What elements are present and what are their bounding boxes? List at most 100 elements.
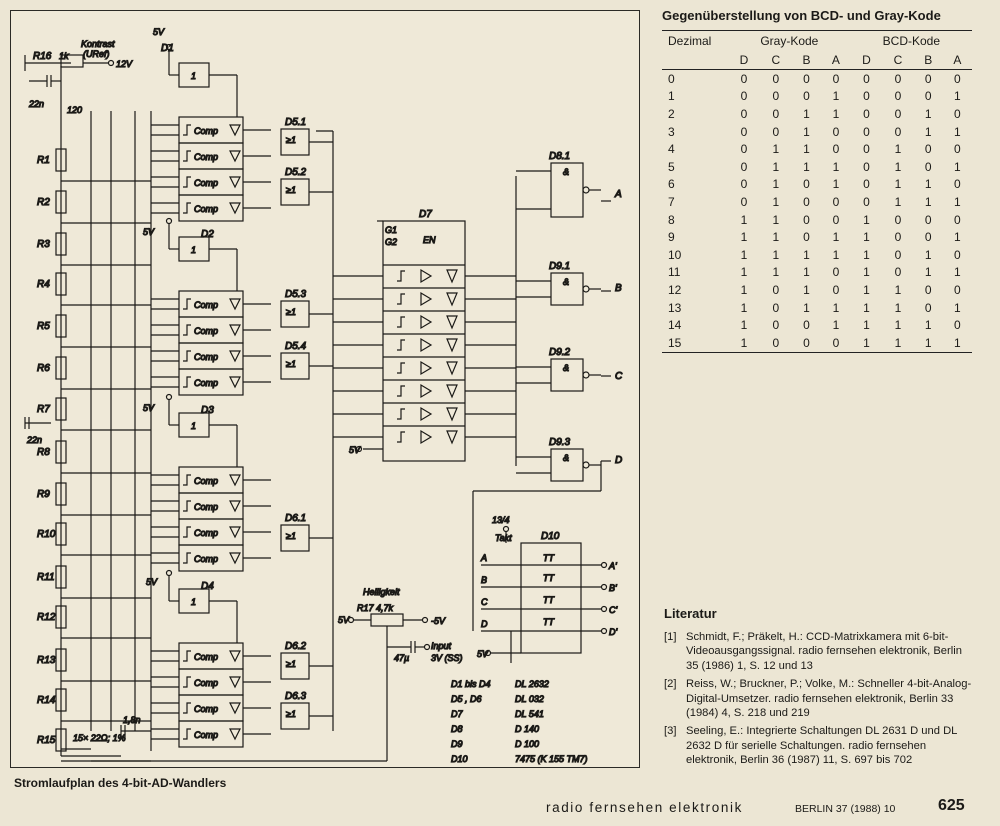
bit-cell: 0: [894, 89, 902, 104]
bit-cell: 0: [803, 212, 810, 227]
bit-cell: 1: [772, 194, 780, 209]
or-symbol: ≥1: [286, 531, 296, 541]
parts-ref: D1 bis D4: [451, 679, 491, 689]
footer-journal: radio fernsehen elektronik: [546, 800, 743, 815]
bit-cell: 0: [863, 177, 870, 192]
resistor-label: R11: [37, 572, 55, 583]
resistor: [55, 605, 67, 629]
comp-label: Comp: [194, 378, 218, 388]
bit-cell: 0: [740, 194, 748, 209]
bit-cell: 0: [863, 71, 870, 86]
device-label: D1: [161, 43, 174, 54]
g1-label: G1: [385, 225, 397, 235]
bit-cell: 0: [894, 71, 902, 86]
bit-label: C: [759, 51, 792, 70]
bit-cell: 0: [832, 265, 840, 280]
latch-in-d: D: [481, 619, 488, 629]
resistor: [55, 440, 67, 464]
parts-type: 7475 (K 155 TM7): [515, 754, 588, 764]
bit-cell: 1: [740, 265, 748, 280]
literature-number: [3]: [664, 725, 677, 738]
literature-text: Seeling, E.: Integrierte Schaltungen DL …: [686, 725, 957, 767]
decimal-cell: 15: [662, 333, 728, 353]
bit-cell: 1: [954, 230, 961, 245]
kontrast-label: Kontrast: [81, 39, 115, 49]
latch-out-d: D': [609, 627, 617, 637]
bit-cell: 1: [863, 230, 870, 245]
literature-item: [3] Seeling, E.: Integrierte Schaltungen…: [664, 724, 974, 767]
bit-cell: 1: [803, 106, 810, 121]
resistor-label: R6: [37, 363, 50, 374]
input-level: 3V (SS): [431, 653, 463, 663]
minus5v-label: -5V: [431, 616, 446, 626]
plus5v-d1: 5V: [153, 27, 165, 37]
parts-list: D1 bis D4 DL 2632 D5 , D6 DL 032 D7 DL 5…: [450, 678, 588, 764]
or-symbol: ≥1: [286, 659, 296, 669]
resistor: [55, 148, 67, 172]
bit-label: B: [913, 51, 943, 70]
resistor-label: R7: [37, 404, 50, 415]
bit-cell: 1: [803, 247, 810, 262]
bit-cell: 0: [772, 282, 780, 297]
bit-cell: 1: [894, 142, 902, 157]
bit-label: A: [942, 51, 972, 70]
tt-3: TT: [543, 595, 555, 605]
bit-cell: 1: [894, 159, 902, 174]
decimal-cell: 10: [668, 247, 682, 262]
bit-cell: 1: [740, 300, 748, 315]
inverter-one: 1: [191, 597, 196, 607]
bit-cell: 0: [772, 106, 780, 121]
device-label: D3: [201, 405, 214, 416]
comp-label: Comp: [194, 704, 218, 714]
resistor: [55, 565, 67, 589]
bit-cell: 0: [832, 124, 840, 139]
comp-label: Comp: [194, 178, 218, 188]
c22n2-label: 22n: [26, 435, 42, 445]
comp-label: Comp: [194, 204, 218, 214]
bit-cell: 1: [772, 230, 780, 245]
bit-cell: 0: [924, 230, 932, 245]
or-symbol: ≥1: [286, 307, 296, 317]
input-label: Input: [431, 641, 452, 651]
bit-cell: 1: [803, 282, 810, 297]
resistor-label: R14: [37, 695, 56, 706]
decimal-cell: 1: [668, 89, 675, 104]
bit-cell: 0: [894, 106, 902, 121]
decimal-cell: 3: [668, 124, 675, 139]
literature-item: [2] Reiss, W.; Bruckner, P.; Volke, M.: …: [664, 677, 974, 720]
bit-cell: 0: [924, 142, 932, 157]
c47u-label: 47µ: [394, 653, 409, 663]
bit-cell: 0: [740, 142, 748, 157]
bit-cell: 0: [821, 333, 851, 353]
device-label: D10: [541, 531, 560, 542]
bit-cell: 1: [850, 333, 883, 353]
decimal-cell: 9: [668, 230, 675, 245]
comp-label: Comp: [194, 652, 218, 662]
bit-cell: 1: [954, 124, 961, 139]
comp-label: Comp: [194, 476, 218, 486]
bit-cell: 0: [832, 212, 840, 227]
literature-item: [1] Schmidt, F.; Präkelt, H.: CCD-Matrix…: [664, 630, 974, 673]
device-label: D5.2: [285, 167, 307, 178]
bit-cell: 0: [740, 124, 748, 139]
bit-cell: 0: [772, 318, 780, 333]
comp-label: Comp: [194, 152, 218, 162]
takt-label: Takt: [495, 533, 512, 543]
bit-cell: 1: [740, 230, 748, 245]
bit-cell: 0: [863, 159, 870, 174]
bit-cell: 1: [954, 159, 961, 174]
bit-cell: 1: [728, 333, 760, 353]
bit-cell: 1: [832, 177, 840, 192]
bit-cell: 0: [772, 124, 780, 139]
bit-cell: 1: [913, 333, 943, 353]
bit-cell: 1: [954, 265, 961, 280]
or-symbol: ≥1: [286, 359, 296, 369]
tt-1: TT: [543, 553, 555, 563]
